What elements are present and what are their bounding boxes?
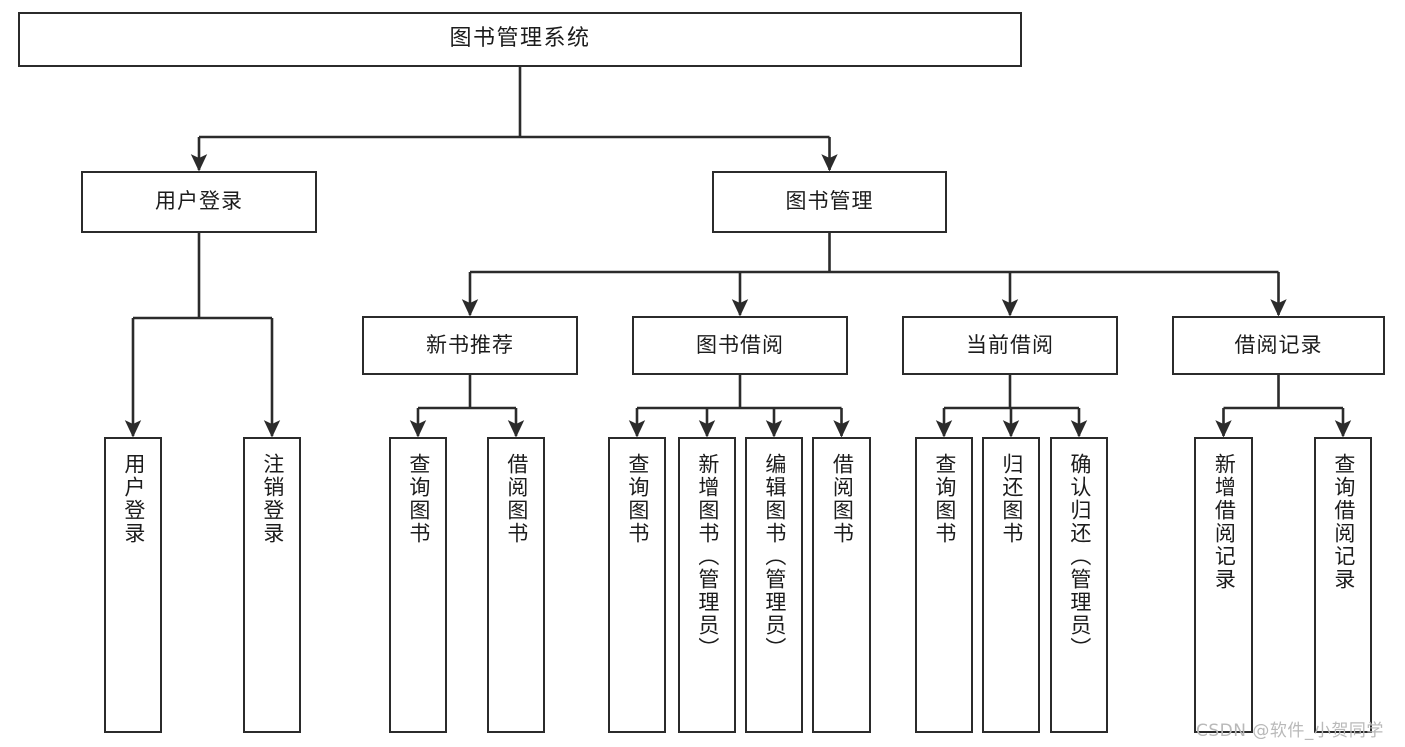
node-label: 借阅图书 <box>830 453 855 545</box>
node-label: 编辑图书（管理员） <box>762 453 787 660</box>
node-add-book[interactable]: 新增图书（管理员） <box>678 437 736 733</box>
node-label: 查询图书 <box>406 453 431 545</box>
csdn-watermark: CSDN @软件_小贺同学 <box>1196 721 1384 741</box>
node-label: 注销登录 <box>260 453 285 545</box>
node-user-login[interactable]: 用户登录 <box>81 171 317 233</box>
node-label: 确认归还（管理员） <box>1067 453 1092 660</box>
node-book-borrow[interactable]: 图书借阅 <box>632 316 848 375</box>
node-logout[interactable]: 注销登录 <box>243 437 301 733</box>
node-query-book-3[interactable]: 查询图书 <box>915 437 973 733</box>
node-label: 用户登录 <box>121 453 146 545</box>
node-label: 新增图书（管理员） <box>695 453 720 660</box>
node-current-borrow[interactable]: 当前借阅 <box>902 316 1118 375</box>
node-book-manage[interactable]: 图书管理 <box>712 171 947 233</box>
node-add-record[interactable]: 新增借阅记录 <box>1194 437 1253 733</box>
node-borrow-book-2[interactable]: 借阅图书 <box>812 437 871 733</box>
node-new-book-recommend[interactable]: 新书推荐 <box>362 316 578 375</box>
node-edit-book[interactable]: 编辑图书（管理员） <box>745 437 803 733</box>
node-query-record[interactable]: 查询借阅记录 <box>1314 437 1372 733</box>
node-label: 查询图书 <box>932 453 957 545</box>
node-label: 借阅图书 <box>504 453 529 545</box>
node-borrow-record[interactable]: 借阅记录 <box>1172 316 1385 375</box>
node-root[interactable]: 图书管理系统 <box>18 12 1022 67</box>
node-query-book-1[interactable]: 查询图书 <box>389 437 447 733</box>
node-label: 归还图书 <box>999 453 1024 545</box>
node-return-book[interactable]: 归还图书 <box>982 437 1040 733</box>
node-borrow-book-1[interactable]: 借阅图书 <box>487 437 545 733</box>
node-confirm-return[interactable]: 确认归还（管理员） <box>1050 437 1108 733</box>
node-label: 查询借阅记录 <box>1331 453 1356 591</box>
node-label: 新增借阅记录 <box>1212 453 1237 591</box>
node-user-login[interactable]: 用户登录 <box>104 437 162 733</box>
node-label: 查询图书 <box>625 453 650 545</box>
node-query-book-2[interactable]: 查询图书 <box>608 437 666 733</box>
